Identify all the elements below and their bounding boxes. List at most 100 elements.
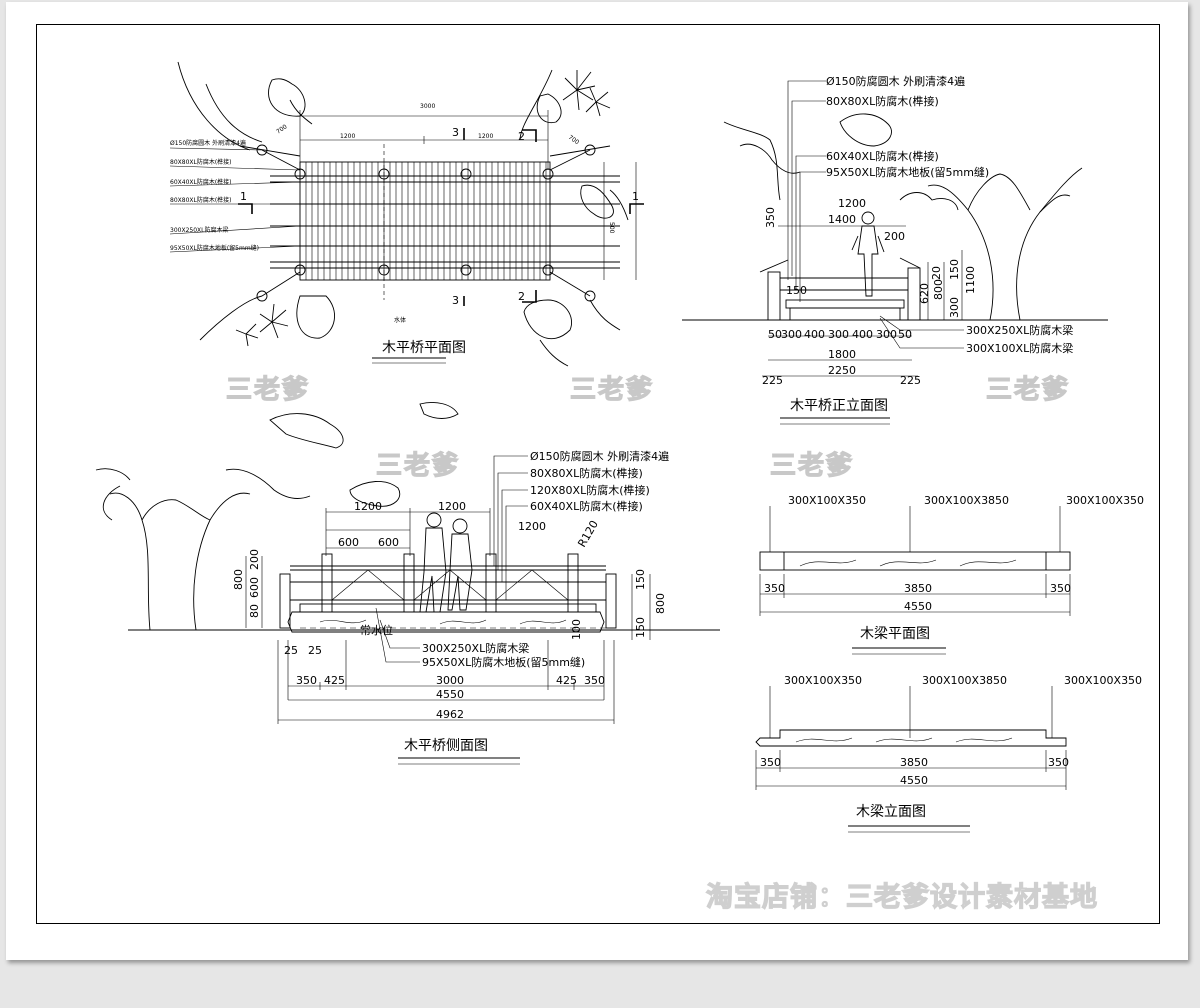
- side-dim: 150: [634, 617, 647, 638]
- tree-outline: [95, 402, 459, 631]
- front-dim: 300: [828, 328, 849, 341]
- front-dim: 20: [930, 266, 943, 280]
- side-dim: 800: [232, 569, 245, 590]
- plan-label: 300X250XL防腐木梁: [170, 226, 228, 234]
- side-dim: 150: [634, 569, 647, 590]
- front-label: Ø150防腐圆木 外刷清漆4遍: [826, 74, 965, 88]
- front-dim: 50: [768, 328, 782, 341]
- plan-landscape: [177, 61, 629, 367]
- front-dim: 1200: [838, 197, 866, 210]
- plan-dim: 700: [275, 123, 289, 135]
- beam-elev-dim: 350: [760, 756, 781, 769]
- front-title: 木平桥正立面图: [790, 398, 888, 414]
- side-rail-braces: [331, 569, 569, 601]
- side-label: 120X80XL防腐木(榫接): [530, 483, 650, 497]
- beam-plan-dim: 350: [1050, 582, 1071, 595]
- side-dim: 1200: [518, 520, 546, 533]
- front-dim: 400: [804, 328, 825, 341]
- beam-elev-dim: 350: [1048, 756, 1069, 769]
- plan-view: 3000 1200 1200 700 700 500 1 1 2 2 3 3 Ø: [169, 61, 644, 367]
- front-dim: 300: [781, 328, 802, 341]
- front-label: 95X50XL防腐木地板(留5mm缝): [826, 165, 989, 179]
- side-dim: 4550: [436, 688, 464, 701]
- side-dim: R120: [575, 518, 601, 549]
- side-label: 95X50XL防腐木地板(留5mm缝): [422, 655, 585, 669]
- front-elevation: 50 300 400 300 400 300 50 1800 2250 225 …: [682, 74, 1108, 425]
- watermark: 三老爹: [986, 375, 1070, 405]
- beam-elev-total: 4550: [900, 774, 928, 787]
- drawing-sheet: [6, 2, 1188, 960]
- beam-elev-label: 300X100X350: [784, 674, 862, 687]
- plan-dim: 1200: [478, 133, 493, 140]
- section-mark: 2: [518, 130, 525, 143]
- beam-plan-label: 300X100X350: [1066, 494, 1144, 507]
- side-elevation: 1200 1200 1200 600 600 R120 800 200 600 …: [95, 402, 720, 765]
- side-dim: 100: [570, 619, 583, 640]
- front-dim: 225: [900, 374, 921, 387]
- plan-label: 80X80XL防腐木(榫接): [170, 158, 232, 166]
- side-dim: 1200: [438, 500, 466, 513]
- front-dim: 300: [876, 328, 897, 341]
- beam-elev-title: 木梁立面图: [856, 804, 926, 820]
- beam-plan-total: 4550: [904, 600, 932, 613]
- side-dim: 600: [378, 536, 399, 549]
- watermark: 三老爹: [376, 451, 460, 481]
- side-dim: 200: [248, 549, 261, 570]
- section-mark: 3: [452, 126, 459, 139]
- front-dim: 620: [918, 283, 931, 304]
- beam-plan-label: 300X100X350: [788, 494, 866, 507]
- front-dim: 2250: [828, 364, 856, 377]
- side-title: 木平桥侧面图: [404, 738, 488, 754]
- side-dim: 25: [284, 644, 298, 657]
- side-dim: 1200: [354, 500, 382, 513]
- front-dim: 800: [932, 279, 945, 300]
- side-posts: [279, 553, 617, 629]
- plant-icon: [235, 70, 611, 347]
- side-label: 80X80XL防腐木(榫接): [530, 466, 643, 480]
- side-label: 300X250XL防腐木梁: [422, 641, 529, 655]
- front-dim: 1400: [828, 213, 856, 226]
- tree-outline: [723, 113, 1083, 321]
- front-dim: 225: [762, 374, 783, 387]
- front-dim: 150: [786, 284, 807, 297]
- side-dim: 425: [324, 674, 345, 687]
- side-dim: 425: [556, 674, 577, 687]
- front-dim: 350: [764, 207, 777, 228]
- drawing-frame: [36, 24, 1160, 924]
- plan-dim: 1200: [340, 133, 355, 140]
- plan-water-label: 水体: [394, 316, 406, 324]
- watermark: 三老爹: [570, 375, 654, 405]
- plan-label: 60X40XL防腐木(榫接): [170, 178, 232, 186]
- front-dim: 200: [884, 230, 905, 243]
- side-label: Ø150防腐圆木 外刷清漆4遍: [530, 449, 669, 463]
- watermark: 三老爹: [226, 375, 310, 405]
- front-label: 60X40XL防腐木(榫接): [826, 149, 939, 163]
- front-dim: 300: [948, 297, 961, 318]
- section-mark: 2: [518, 290, 525, 303]
- plan-label: 95X50XL防腐木地板(留5mm缝): [170, 244, 259, 252]
- plan-dim: 700: [567, 134, 581, 146]
- watermarks: 三老爹 三老爹 三老爹 三老爹 三老爹 淘宝店铺：三老爹设计素材基地: [225, 374, 1097, 913]
- beam-elev-label: 300X100X3850: [922, 674, 1007, 687]
- front-label: 300X100XL防腐木梁: [966, 341, 1073, 355]
- front-label: 80X80XL防腐木(榫接): [826, 94, 939, 108]
- person-figure: [851, 211, 885, 297]
- plan-leaders: [169, 147, 301, 253]
- side-dim: 4962: [436, 708, 464, 721]
- front-dim: 1100: [964, 266, 977, 294]
- side-dim: 3000: [436, 674, 464, 687]
- beam-elevation: 300X100X350 300X100X3850 300X100X350 350…: [755, 674, 1142, 833]
- watermark: 三老爹: [770, 451, 854, 481]
- beam-plan-dim: 350: [764, 582, 785, 595]
- beam-plan-label: 300X100X3850: [924, 494, 1009, 507]
- section-mark: 1: [240, 190, 247, 203]
- plan-title: 木平桥平面图: [382, 340, 466, 356]
- beam-plan: 300X100X350 300X100X3850 300X100X350 350…: [759, 494, 1144, 655]
- front-dim: 1800: [828, 348, 856, 361]
- section-mark: 3: [452, 294, 459, 307]
- person-figure: [419, 512, 473, 613]
- plan-dim: 500: [608, 222, 615, 234]
- beam-elev-label: 300X100X350: [1064, 674, 1142, 687]
- beam-elev-dim: 3850: [900, 756, 928, 769]
